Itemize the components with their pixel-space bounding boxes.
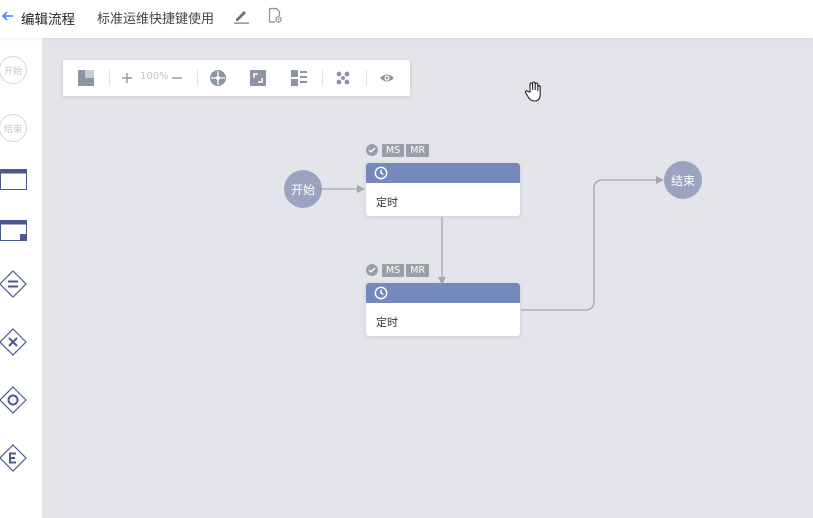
palette-start-label: 开始 [0,56,27,84]
template-settings-icon[interactable] [267,7,283,24]
minimap-icon[interactable] [77,69,95,87]
palette-end-label: 结束 [0,114,27,142]
badge-manual-retry: MR [406,263,430,277]
palette-conditional-parallel-gateway-icon[interactable] [0,444,29,474]
format-layout-icon[interactable] [290,69,308,87]
badge-manual-skip: MS [382,263,405,277]
toolbar-divider [322,70,323,86]
end-node[interactable]: 结束 [664,161,702,199]
flow-canvas[interactable]: 100% [43,38,813,518]
edge-task2-to-end[interactable] [521,176,664,311]
badge-manual-retry: MR [406,143,430,157]
palette-subprocess-node-icon[interactable] [0,220,28,242]
task-node-label: 定时 [376,316,398,329]
palette-exclusive-gateway-icon[interactable] [0,328,29,358]
reset-position-icon[interactable] [209,69,227,87]
clock-icon [374,166,388,180]
zoom-out-icon[interactable] [171,69,183,87]
process-name: 标准运维快捷键使用 [97,12,215,27]
flow-edges [322,176,664,311]
zoom-level: 100% [140,71,169,82]
node-select-icon[interactable] [335,69,351,87]
preview-eye-icon[interactable] [379,69,395,87]
task-node-header [366,283,520,303]
zoom-in-icon[interactable] [121,69,133,87]
start-node-label: 开始 [290,182,315,197]
check-icon [366,144,378,156]
palette-start-node[interactable]: 开始 [0,56,27,84]
clock-icon [374,286,388,300]
toolbar-divider [109,70,110,86]
hand-cursor-icon [524,81,541,102]
fullscreen-icon[interactable] [249,69,267,87]
palette-parallel-gateway-icon[interactable] [0,270,29,300]
palette-task-node-icon[interactable] [0,169,28,191]
start-node[interactable]: 开始 [284,170,322,208]
task-node-label: 定时 [376,196,398,209]
palette-end-node[interactable]: 结束 [0,114,27,142]
task-node-header [366,163,520,183]
check-icon [366,264,378,276]
toolbar-divider [366,70,367,86]
task-badges: MS MR [366,263,431,277]
badge-manual-skip: MS [382,143,405,157]
palette-converge-gateway-icon[interactable] [0,386,29,416]
task-node[interactable]: 定时 [366,283,520,336]
page-title[interactable]: 编辑流程 [21,12,75,28]
task-node[interactable]: 定时 [366,163,520,216]
toolbar-divider [197,70,198,86]
task-badges: MS MR [366,143,431,157]
edit-pen-icon[interactable] [233,7,250,24]
node-palette: 开始 结束 [0,38,43,518]
header: 编辑流程 标准运维快捷键使用 [0,0,813,38]
end-node-label: 结束 [670,173,695,188]
canvas-toolbar: 100% [63,60,410,96]
back-arrow-icon[interactable] [1,9,15,23]
